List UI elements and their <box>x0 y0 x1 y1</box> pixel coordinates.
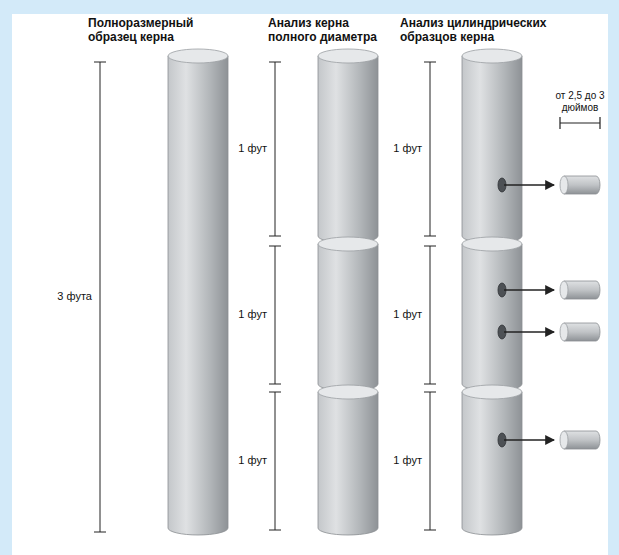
dimension-line <box>424 392 436 530</box>
core-plug <box>564 176 600 194</box>
core-cylinder <box>462 56 522 243</box>
core-cylinder <box>168 56 228 535</box>
plug-face <box>560 323 568 341</box>
sample-arrow <box>504 289 554 290</box>
core-top-face <box>462 49 522 63</box>
column-heading: Полноразмерный образец керна <box>88 16 213 45</box>
core-top-face <box>318 237 378 251</box>
dimension-line <box>424 62 436 236</box>
core-top-face <box>462 385 522 399</box>
core-top-face <box>168 49 228 63</box>
dimension-label: от 2,5 до 3 дюймов <box>552 90 608 114</box>
core-plug <box>564 281 600 299</box>
sample-arrow <box>504 331 554 332</box>
core-cylinder <box>462 244 522 391</box>
core-plug <box>564 323 600 341</box>
core-cylinder <box>318 392 378 535</box>
panel <box>12 14 608 555</box>
dimension-label: 1 фут <box>366 454 422 467</box>
core-top-face <box>318 385 378 399</box>
dimension-label: 1 фут <box>366 308 422 321</box>
dimension-label: 1 фут <box>211 454 267 467</box>
column-heading: Анализ керна полного диаметра <box>268 16 393 45</box>
dimension-label: 3 фута <box>36 290 92 303</box>
core-plug <box>564 431 600 449</box>
core-top-face <box>462 237 522 251</box>
sample-arrow <box>504 184 554 185</box>
core-top-face <box>318 49 378 63</box>
dimension-line <box>269 62 281 236</box>
dimension-label: 1 фут <box>366 142 422 155</box>
core-cylinder <box>318 56 378 243</box>
dimension-line <box>94 62 106 532</box>
plug-face <box>560 281 568 299</box>
core-cylinder <box>318 244 378 391</box>
dimension-line <box>560 117 600 129</box>
dimension-line <box>269 392 281 530</box>
dimension-line <box>424 246 436 384</box>
dimension-label: 1 фут <box>211 308 267 321</box>
column-heading: Анализ цилиндрических образцов керна <box>400 16 565 45</box>
dimension-label: 1 фут <box>211 142 267 155</box>
plug-face <box>560 176 568 194</box>
dimension-line <box>269 246 281 384</box>
plug-face <box>560 431 568 449</box>
sample-arrow <box>504 439 554 440</box>
core-cylinder <box>462 392 522 535</box>
